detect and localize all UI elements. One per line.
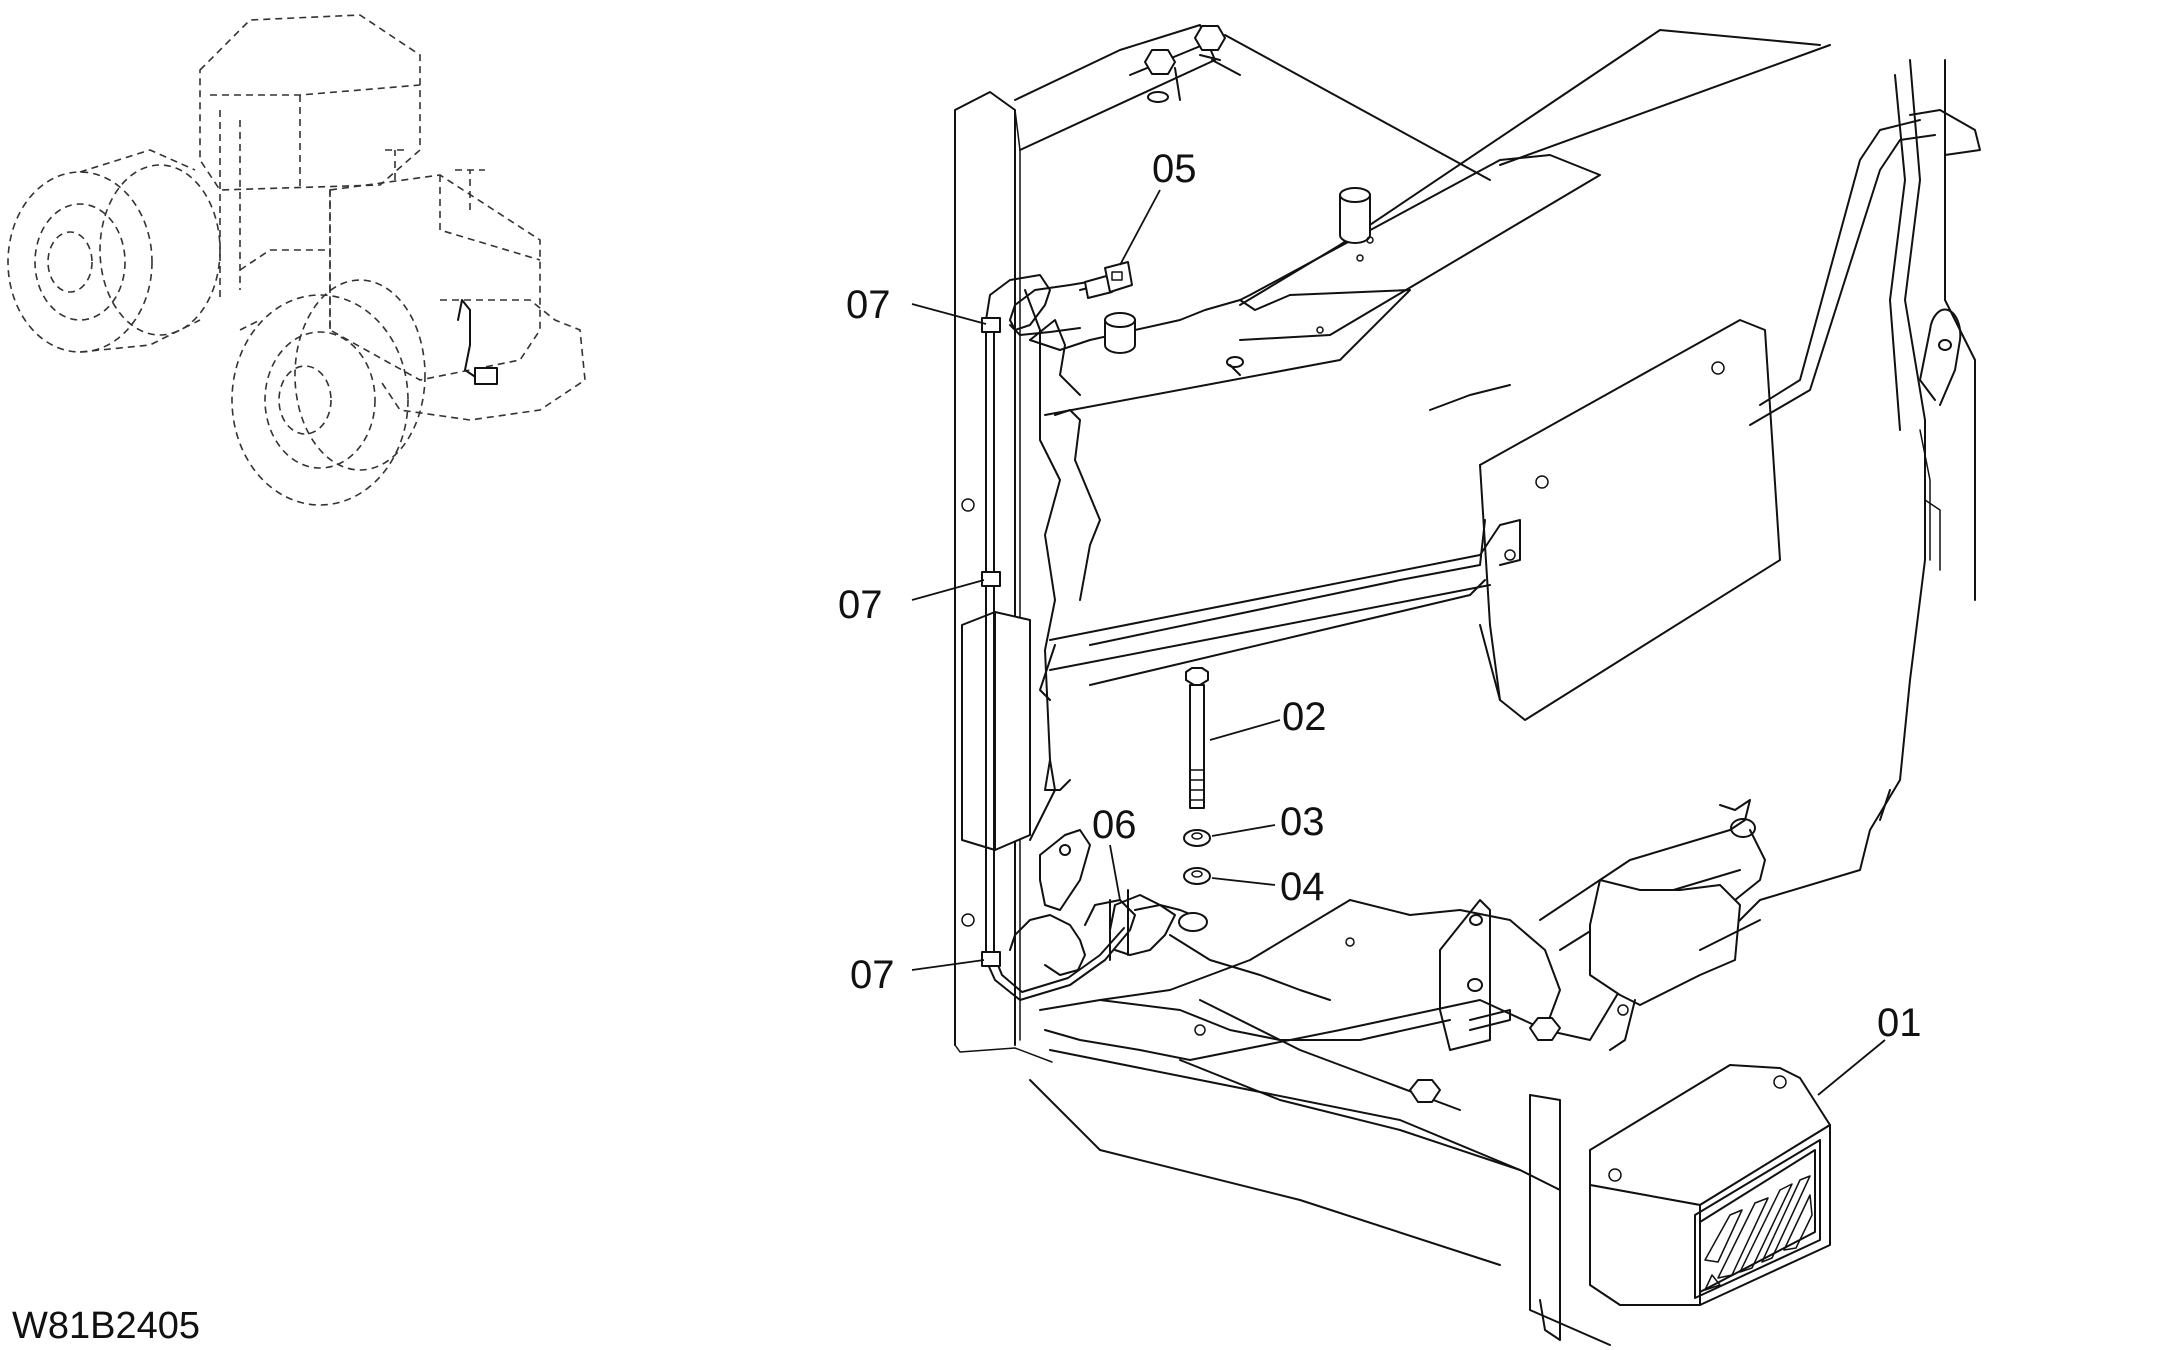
plain-washer [1183, 867, 1211, 885]
leader-02 [1209, 719, 1281, 741]
harness-clamp-2 [981, 571, 1001, 587]
lower-base [1029, 899, 1641, 1346]
reflector-box [1589, 1064, 1831, 1306]
leader-06 [1109, 844, 1121, 901]
vertical-frame [954, 91, 1053, 1063]
nut-base-2 [1409, 1079, 1441, 1103]
ground-ring-terminal [1178, 912, 1208, 932]
harness-clamp-1 [981, 317, 1001, 333]
leader-01 [1817, 1039, 1886, 1096]
callout-01: 01 [1877, 1001, 1922, 1045]
cover-plate [1479, 319, 1781, 721]
drawing-code: W81B2405 [12, 1305, 200, 1347]
main-assembly: 05 07 07 02 03 06 04 07 01 [838, 24, 1981, 1346]
middle-bar [1039, 519, 1521, 701]
lower-ear-bracket [1039, 829, 1091, 911]
lower-pipe [1539, 789, 1891, 1051]
harness-clamp-3 [981, 951, 1001, 967]
callout-05: 05 [1152, 147, 1197, 191]
leader-03 [1211, 824, 1276, 837]
leader-lines [911, 189, 1886, 1096]
radiator-shroud [1024, 29, 1976, 931]
upper-bracket [1104, 44, 1831, 376]
callout-06: 06 [1092, 803, 1137, 847]
reflector-grille-stripes [1704, 1175, 1813, 1291]
callout-07-lower: 07 [850, 953, 895, 997]
nut-base-1 [1529, 1017, 1561, 1041]
leader-07b [911, 579, 985, 601]
callout-02: 02 [1282, 695, 1327, 739]
leader-05 [1119, 189, 1161, 266]
upper-pipe [1749, 109, 1981, 426]
machine-location-inset [7, 14, 586, 506]
bolt [1185, 667, 1209, 809]
leader-04 [1211, 877, 1276, 886]
spring-washer [1183, 829, 1211, 847]
clamp-block [961, 611, 1031, 851]
nut-top-2 [1194, 25, 1226, 51]
callout-labels: 05 07 07 02 03 06 04 07 01 [838, 147, 1922, 1045]
leader-07c [911, 959, 985, 971]
top-crossbar [1014, 24, 1491, 181]
callout-07-middle: 07 [838, 583, 883, 627]
nut-top-1 [1144, 49, 1176, 75]
wire-harness [981, 261, 1208, 1001]
callout-03: 03 [1280, 800, 1325, 844]
leader-07a [911, 303, 987, 325]
callout-07-upper: 07 [846, 283, 891, 327]
callout-04: 04 [1280, 865, 1325, 909]
